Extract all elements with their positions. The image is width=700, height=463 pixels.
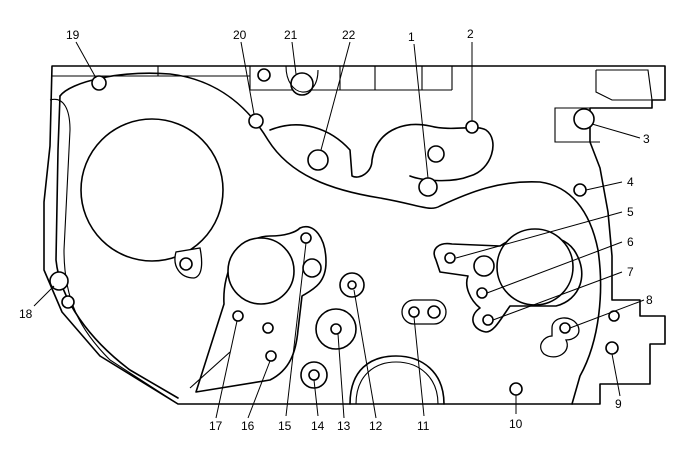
bolt-hole-7 bbox=[482, 314, 494, 326]
right-step bbox=[554, 69, 653, 143]
callout-12: 12 bbox=[369, 419, 383, 433]
callout-20: 20 bbox=[233, 28, 247, 42]
bolt-hole-17 bbox=[232, 310, 244, 322]
large-bore bbox=[80, 118, 224, 262]
bolt-hole-14 bbox=[308, 369, 320, 381]
callout-7: 7 bbox=[627, 265, 634, 279]
callout-4: 4 bbox=[627, 175, 634, 189]
bolt-hole-1 bbox=[418, 177, 438, 197]
bolt-hole-9 bbox=[605, 341, 619, 355]
upper-cavity bbox=[269, 123, 494, 182]
bolt-hole-18 bbox=[49, 271, 69, 291]
bolt-hole-15a bbox=[300, 232, 312, 244]
bolt-hole-6 bbox=[476, 287, 488, 299]
bolt-hole-16 bbox=[265, 350, 277, 362]
callout-21: 21 bbox=[284, 28, 298, 42]
bore-lobe-hole bbox=[179, 257, 193, 271]
small-hole-18b bbox=[61, 295, 75, 309]
crank-half-bore-inner bbox=[355, 361, 439, 405]
center-left-bore bbox=[227, 237, 295, 305]
callout-16: 16 bbox=[241, 419, 255, 433]
callout-13: 13 bbox=[337, 419, 351, 433]
lobe-8 bbox=[540, 317, 580, 358]
boss-strut bbox=[189, 351, 231, 389]
bolt-hole-12 bbox=[347, 280, 357, 290]
slot-hole-11b bbox=[427, 305, 441, 319]
bolt-hole-3 bbox=[573, 108, 595, 130]
bolt-hole-20 bbox=[248, 113, 264, 129]
callout-17: 17 bbox=[209, 419, 223, 433]
callout-2: 2 bbox=[467, 27, 474, 41]
small-hole-21a bbox=[257, 68, 271, 82]
leader-lines bbox=[33, 41, 645, 419]
right-bore bbox=[496, 228, 574, 306]
bolt-hole-4 bbox=[573, 183, 587, 197]
housing-outline bbox=[43, 65, 666, 405]
callout-14: 14 bbox=[311, 419, 325, 433]
crank-half-bore bbox=[349, 355, 445, 405]
callout-19: 19 bbox=[66, 28, 80, 42]
boss-21 bbox=[285, 65, 319, 93]
small-hole-center bbox=[262, 322, 274, 334]
top-edge-detail bbox=[52, 66, 453, 91]
inner-rail bbox=[59, 72, 602, 405]
bolt-hole-15b bbox=[302, 258, 322, 278]
bolt-hole-5 bbox=[444, 252, 456, 264]
callout-1: 1 bbox=[408, 30, 415, 44]
callout-9: 9 bbox=[615, 397, 622, 411]
callout-5: 5 bbox=[627, 205, 634, 219]
bolt-hole-13 bbox=[330, 323, 342, 335]
bolt-hole-2 bbox=[465, 120, 479, 134]
callout-6: 6 bbox=[627, 235, 634, 249]
callout-labels: 1 2 3 4 5 6 7 8 9 10 11 12 13 14 15 16 1… bbox=[19, 27, 653, 433]
callout-18: 18 bbox=[19, 307, 33, 321]
callout-3: 3 bbox=[643, 132, 650, 146]
bolt-hole-19 bbox=[91, 75, 107, 91]
callout-11: 11 bbox=[417, 419, 430, 433]
bolt-hole-22 bbox=[307, 149, 329, 171]
boss-hole-5b bbox=[473, 255, 495, 277]
bolt-hole-10 bbox=[509, 382, 523, 396]
hole-near-1 bbox=[427, 145, 445, 163]
callout-10: 10 bbox=[509, 417, 523, 431]
callout-22: 22 bbox=[342, 28, 356, 42]
callout-8: 8 bbox=[646, 293, 653, 307]
callout-15: 15 bbox=[278, 419, 292, 433]
bolt-hole-8 bbox=[559, 322, 571, 334]
slot-hole-11a bbox=[408, 306, 420, 318]
left-flange bbox=[49, 98, 179, 405]
